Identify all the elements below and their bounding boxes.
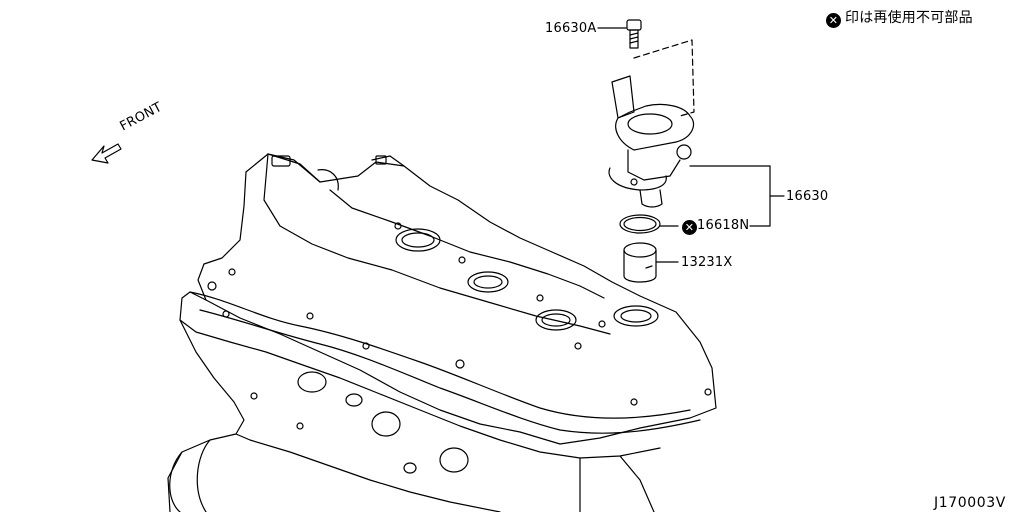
nonreusable-mark-icon: ✕: [826, 13, 841, 28]
part-label-16618n: ✕16618N: [682, 219, 749, 235]
part-label-13231x: 13231X: [681, 255, 733, 270]
nonreusable-mark-icon: ✕: [682, 220, 697, 235]
bolt-16630a: [626, 19, 642, 49]
oring-16618n: [619, 214, 661, 234]
front-arrow: [91, 143, 122, 164]
fuel-pump-16630: [608, 75, 695, 208]
engine-assembly: [167, 153, 717, 512]
bracket-16630: [749, 165, 771, 227]
tappet-13231x: [623, 242, 657, 283]
diagram-id: J170003V: [934, 495, 1006, 511]
part-label-16630a: 16630A: [545, 21, 597, 36]
part-number: 16618N: [697, 218, 750, 233]
legend-text: 印は再使用不可部品: [845, 10, 973, 26]
bolt-centerline: [633, 39, 695, 117]
part-label-16630: 16630: [786, 189, 829, 204]
nonreusable-legend: ✕ 印は再使用不可部品: [826, 11, 973, 28]
